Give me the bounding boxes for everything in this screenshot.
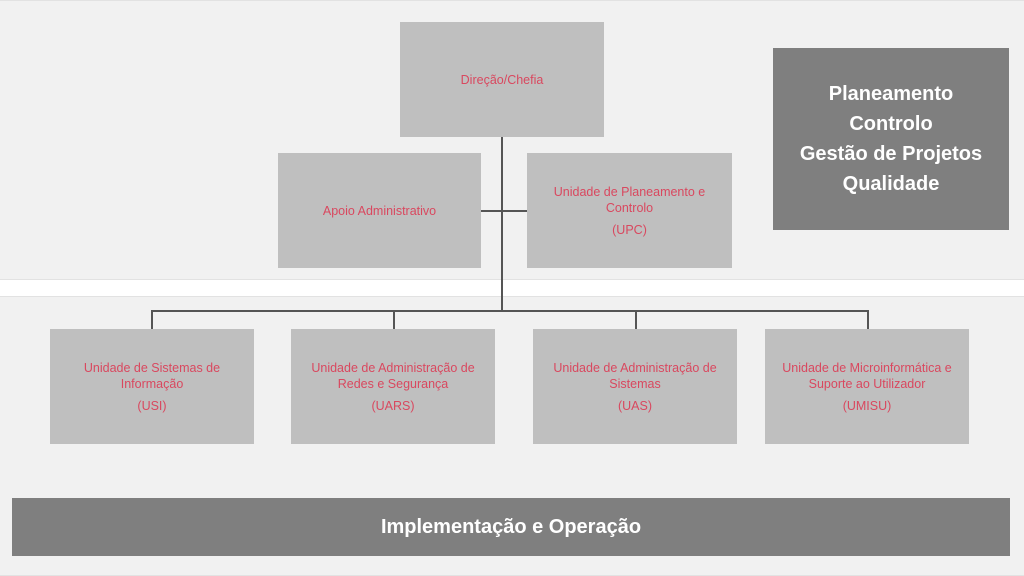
support-label: Apoio Administrativo xyxy=(322,203,437,218)
unit-box-umisu: Unidade de Microinformática e Suporte ao… xyxy=(765,329,969,444)
unit-abbr: (USI) xyxy=(137,398,167,413)
unit-box-uars: Unidade de Administração de Redes e Segu… xyxy=(291,329,495,444)
unit-label: Unidade de Administração de Redes e Segu… xyxy=(311,360,475,391)
unit-label: Unidade de Sistemas de Informação xyxy=(83,360,221,391)
unit-label: Unidade de Administração de Sistemas xyxy=(553,360,717,391)
unit-box-uas: Unidade de Administração de Sistemas (UA… xyxy=(533,329,737,444)
unit-abbr: (UARS) xyxy=(371,398,415,413)
upc-abbr: (UPC) xyxy=(612,222,647,237)
connector-support-horizontal xyxy=(481,210,527,212)
connector-drop-uas xyxy=(635,310,637,329)
connector-drop-uars xyxy=(393,310,395,329)
function-item: Qualidade xyxy=(842,173,940,195)
head-box: Direção/Chefia xyxy=(400,22,604,137)
unit-box-usi: Unidade de Sistemas de Informação (USI) xyxy=(50,329,254,444)
connector-units-horizontal xyxy=(151,310,868,312)
unit-abbr: (UMISU) xyxy=(842,398,892,413)
upc-box: Unidade de Planeamento e Controlo (UPC) xyxy=(527,153,732,268)
implementation-label: Implementação e Operação xyxy=(380,515,642,538)
connector-drop-umisu xyxy=(867,310,869,329)
connector-main-vertical xyxy=(501,137,503,311)
functions-box: Planeamento Controlo Gestão de Projetos … xyxy=(773,48,1009,230)
function-item: Planeamento xyxy=(828,83,954,105)
upc-label: Unidade de Planeamento e Controlo xyxy=(553,184,706,215)
unit-label: Unidade de Microinformática e Suporte ao… xyxy=(782,360,952,391)
implementation-bar: Implementação e Operação xyxy=(12,498,1010,556)
unit-abbr: (UAS) xyxy=(617,398,653,413)
function-item: Controlo xyxy=(849,113,933,135)
support-box: Apoio Administrativo xyxy=(278,153,481,268)
connector-drop-usi xyxy=(151,310,153,329)
function-item: Gestão de Projetos xyxy=(799,143,983,165)
head-label: Direção/Chefia xyxy=(460,72,544,87)
